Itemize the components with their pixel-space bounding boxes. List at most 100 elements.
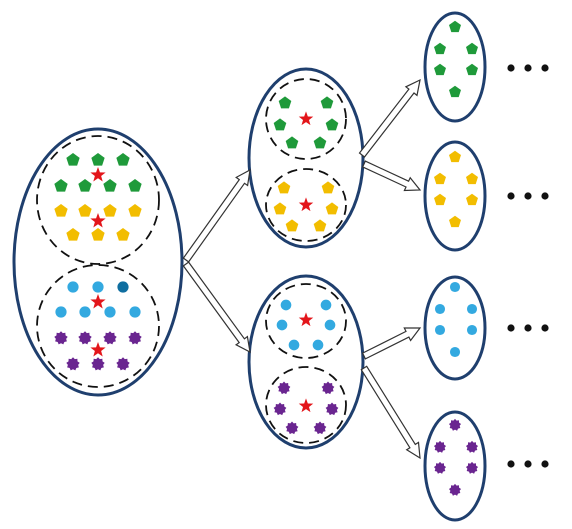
pentagon-icon [466, 193, 478, 206]
leaf-blue-ellipse [423, 275, 487, 381]
circle-icon [449, 281, 461, 293]
pentagon-icon [103, 179, 117, 192]
arrow-bottom-to-blue [361, 327, 422, 360]
pentagon-icon [434, 42, 446, 55]
gear-icon [313, 421, 327, 435]
leaf-yellow-points [434, 150, 478, 228]
leaf-cluster-blue [423, 275, 487, 381]
star-icon [90, 167, 106, 182]
circle-icon [79, 306, 91, 318]
pentagon-icon [325, 202, 339, 215]
level2-bottom-points [273, 299, 339, 435]
ellipsis-dot [524, 64, 532, 72]
ellipsis-dot [524, 324, 532, 332]
gear-icon [465, 440, 479, 453]
split-arrows [182, 78, 422, 460]
star-icon [298, 197, 314, 212]
level2-bottom-ellipse [247, 274, 365, 450]
gear-icon [321, 381, 335, 395]
ellipsis-dot [507, 64, 515, 72]
pentagon-icon [320, 96, 334, 109]
gear-icon [91, 357, 105, 371]
ellipsis-dot [541, 460, 549, 468]
star-icon [90, 342, 106, 357]
leaf-cluster-purple [423, 410, 487, 522]
star-icon [298, 398, 314, 413]
gear-icon [66, 357, 80, 371]
pentagon-icon [449, 150, 461, 163]
root-subcluster-bottom [36, 264, 160, 388]
pentagon-icon [128, 179, 142, 192]
pentagon-icon [273, 202, 287, 215]
circle-icon [67, 281, 79, 293]
pentagon-icon [66, 153, 80, 166]
ellipsis-dot [541, 192, 549, 200]
pentagon-icon [54, 179, 68, 192]
ellipsis-dot [541, 64, 549, 72]
root-cluster-ellipse [12, 127, 184, 397]
circle-icon [320, 299, 332, 311]
level2-top-ellipse [247, 67, 365, 249]
star-icon [90, 294, 106, 309]
circle-icon [312, 339, 324, 351]
level2-top-points [273, 96, 339, 232]
root-points [54, 153, 142, 371]
pentagon-icon [285, 219, 299, 232]
circle-icon [104, 306, 116, 318]
pentagon-icon [449, 20, 461, 33]
leaf-purple-points [433, 418, 479, 496]
pentagon-icon [466, 42, 478, 55]
ellipsis-dot [524, 192, 532, 200]
pentagon-icon [321, 181, 335, 194]
circle-icon [276, 319, 288, 331]
pentagon-icon [273, 118, 287, 131]
root-subcluster-top [36, 135, 160, 265]
ellipsis-dot [541, 324, 549, 332]
gear-icon [433, 440, 447, 453]
ellipsis-dot [507, 460, 515, 468]
pentagon-icon [116, 153, 130, 166]
gear-icon [465, 461, 479, 474]
circle-icon [129, 306, 141, 318]
arrow-root-to-top [182, 168, 251, 263]
gear-icon [103, 331, 117, 345]
pentagon-icon [313, 136, 327, 149]
pentagon-icon [277, 181, 291, 194]
pentagon-icon [434, 193, 446, 206]
ellipsis-icon-green [507, 64, 549, 72]
leaf-cluster-yellow [423, 140, 487, 252]
gear-icon [285, 421, 299, 435]
pentagon-icon [78, 179, 92, 192]
pentagon-icon [325, 118, 339, 131]
level2-bottom-subcluster-purple [265, 366, 347, 444]
pentagon-icon [449, 85, 461, 98]
circle-icon [288, 339, 300, 351]
circle-icon [55, 306, 67, 318]
arrow-root-to-bottom [182, 261, 251, 354]
ellipsis-icon-blue [507, 324, 549, 332]
circle-icon [434, 303, 446, 315]
pentagon-icon [128, 204, 142, 217]
star-icon [298, 312, 314, 327]
level2-cluster-top [247, 67, 365, 249]
pentagon-icon [466, 172, 478, 185]
arrow-bottom-to-purple [360, 365, 421, 460]
ellipsis-dot [507, 192, 515, 200]
circle-icon [449, 346, 461, 358]
pentagon-icon [78, 204, 92, 217]
star-icon [298, 111, 314, 126]
star-icon [90, 213, 106, 228]
ellipsis-icon-yellow [507, 192, 549, 200]
gear-icon [116, 357, 130, 371]
pentagon-icon [313, 219, 327, 232]
arrow-top-to-green [358, 78, 421, 158]
gear-icon [448, 483, 462, 496]
pentagon-icon [91, 153, 105, 166]
leaf-yellow-ellipse [423, 140, 487, 252]
circle-icon [466, 324, 478, 336]
pentagon-icon [285, 136, 299, 149]
pentagon-icon [466, 63, 478, 76]
circle-icon [466, 303, 478, 315]
gear-icon [128, 331, 142, 345]
